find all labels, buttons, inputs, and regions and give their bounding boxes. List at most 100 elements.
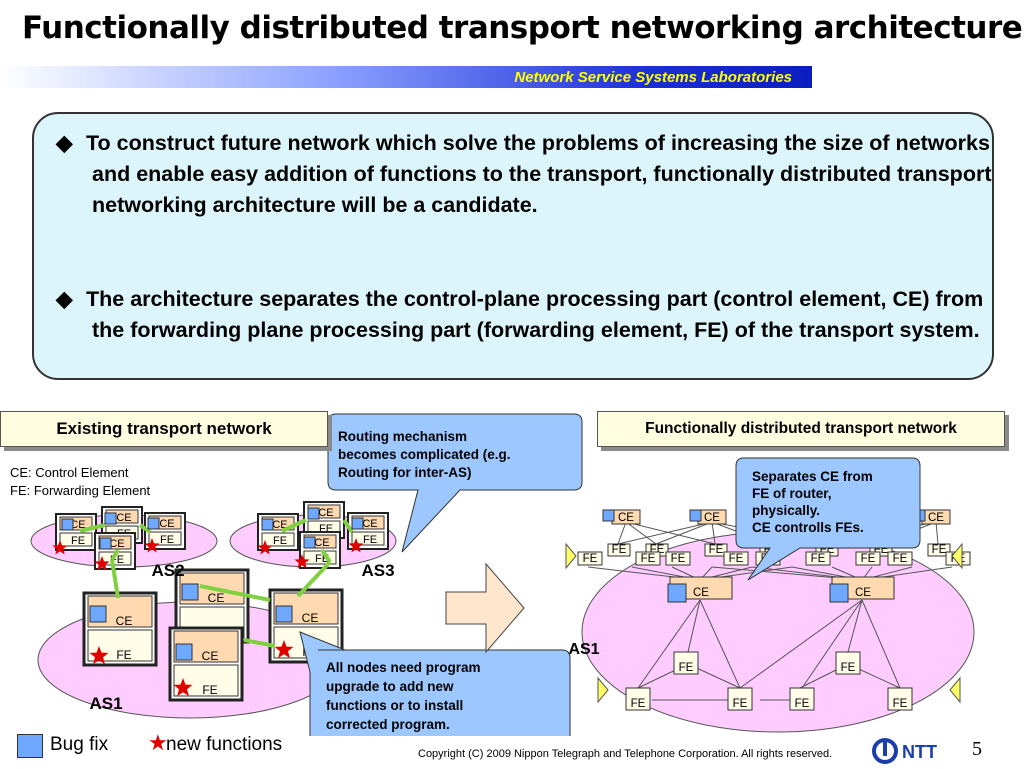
fe-node bbox=[635, 551, 661, 566]
fe-node bbox=[727, 687, 753, 711]
fe-node-label: FE bbox=[893, 553, 908, 565]
ce-label: CE bbox=[159, 518, 174, 530]
ce-label: CE bbox=[314, 537, 329, 549]
routing-callout bbox=[327, 413, 583, 553]
bullet-2: ◆ The architecture separates the control-… bbox=[56, 284, 1012, 346]
star-icon: ★ bbox=[148, 730, 168, 755]
bug-fix-marker bbox=[147, 517, 160, 530]
fe-node bbox=[927, 543, 951, 557]
bug-fix-marker bbox=[689, 509, 702, 522]
fe-block bbox=[87, 629, 153, 662]
fe-label: FE bbox=[273, 535, 287, 547]
ce-label: CE bbox=[318, 507, 333, 519]
fe-node-label: FE bbox=[583, 553, 598, 565]
fe-label: FE bbox=[160, 534, 174, 546]
separation-callout-line: physically. bbox=[752, 503, 820, 518]
separation-callout bbox=[735, 457, 921, 581]
star-icon bbox=[89, 646, 109, 665]
fe-node-label: FE bbox=[671, 553, 686, 565]
control-line bbox=[801, 599, 863, 689]
fe-block bbox=[173, 664, 239, 697]
star-icon bbox=[144, 538, 160, 553]
bug-fix-marker bbox=[89, 605, 107, 623]
star-icon bbox=[274, 640, 294, 659]
control-line bbox=[617, 521, 627, 545]
control-line bbox=[711, 521, 716, 545]
fe-node-label: FE bbox=[641, 553, 656, 565]
inter-as-link bbox=[342, 518, 354, 534]
fe-node-label: FE bbox=[612, 544, 627, 556]
bug-fix-marker bbox=[275, 605, 293, 623]
fe-node bbox=[887, 687, 913, 711]
fe-node-label: FE bbox=[631, 698, 646, 710]
fe-node bbox=[577, 551, 603, 566]
page-number: 5 bbox=[972, 738, 982, 760]
fe-node bbox=[665, 551, 691, 566]
edge-node bbox=[949, 676, 961, 704]
bug-fix-marker bbox=[104, 512, 117, 525]
control-line bbox=[861, 599, 901, 689]
separation-callout-line: CE controlls FEs. bbox=[752, 520, 864, 535]
fe-node bbox=[723, 551, 749, 566]
diamond-bullet-icon: ◆ bbox=[56, 131, 73, 155]
summary-box: ◆To construct future network which solve… bbox=[32, 112, 994, 380]
ce-label: CE bbox=[202, 649, 219, 663]
bug-fix-marker bbox=[351, 517, 364, 530]
fe-node bbox=[805, 551, 831, 566]
central-ce-node-label: CE bbox=[693, 587, 709, 599]
bug-fix-marker bbox=[667, 583, 687, 603]
bullet-1: ◆To construct future network which solve… bbox=[56, 128, 1012, 221]
bug-fix-label: Bug fix bbox=[50, 734, 109, 755]
bug-fix-marker bbox=[181, 583, 199, 601]
routing-callout-line: Routing mechanism bbox=[338, 429, 467, 444]
fe-block bbox=[351, 531, 385, 546]
upgrade-callout-line: upgrade to add new bbox=[326, 679, 454, 694]
ce-label: CE bbox=[208, 591, 225, 605]
fe-node-label: FE bbox=[795, 698, 810, 710]
new-functions-label: new functions bbox=[166, 734, 283, 755]
bug-fix-marker bbox=[261, 518, 274, 531]
fe-node bbox=[789, 687, 815, 711]
upgrade-callout-line: All nodes need program bbox=[326, 660, 481, 675]
fe-node-label: FE bbox=[841, 662, 856, 674]
fe-block bbox=[261, 532, 295, 547]
copyright-notice: Copyright (C) 2009 Nippon Telegraph and … bbox=[418, 748, 833, 760]
star-icon bbox=[52, 540, 68, 555]
fe-node-label: FE bbox=[893, 698, 908, 710]
control-line bbox=[935, 521, 939, 545]
inter-as-link bbox=[110, 559, 120, 599]
control-line bbox=[739, 599, 863, 689]
as1-left-label: AS1 bbox=[89, 694, 122, 713]
fe-node-label: FE bbox=[811, 553, 826, 565]
edge-node bbox=[565, 542, 577, 570]
ce-label: CE bbox=[116, 614, 133, 628]
ce-label: CE bbox=[302, 611, 319, 625]
fe-label: FE bbox=[363, 534, 377, 546]
as1-right-label: AS1 bbox=[568, 641, 599, 658]
ce-label: CE bbox=[362, 518, 377, 530]
routing-callout-line: becomes complicated (e.g. bbox=[338, 447, 511, 462]
inter-as-link bbox=[296, 560, 332, 598]
ce-label: CE bbox=[116, 512, 131, 524]
ce-label: CE bbox=[70, 519, 85, 531]
control-line bbox=[637, 599, 701, 689]
fe-node bbox=[607, 543, 631, 557]
existing-network-title: Existing transport network bbox=[0, 411, 328, 447]
separation-callout-line: Separates CE from bbox=[752, 469, 873, 484]
inter-as-link bbox=[199, 584, 271, 602]
edge-node bbox=[597, 676, 609, 704]
as2-label: AS2 bbox=[151, 561, 184, 580]
bullet-2-text: The architecture separates the control-p… bbox=[86, 287, 984, 342]
transition-arrow bbox=[445, 562, 525, 654]
control-line bbox=[625, 521, 716, 545]
star-icon bbox=[173, 678, 193, 697]
bug-fix-marker bbox=[61, 518, 74, 531]
ce-node-label: CE bbox=[928, 512, 944, 524]
distributed-network-title: Functionally distributed transport netwo… bbox=[597, 411, 1005, 447]
ce-definition: CE: Control Element bbox=[10, 465, 129, 480]
diamond-bullet-icon: ◆ bbox=[56, 287, 73, 311]
ntt-logo: NTT bbox=[872, 738, 952, 769]
control-line bbox=[625, 521, 657, 545]
fe-label: FE bbox=[116, 648, 131, 662]
edge-node bbox=[951, 542, 963, 570]
